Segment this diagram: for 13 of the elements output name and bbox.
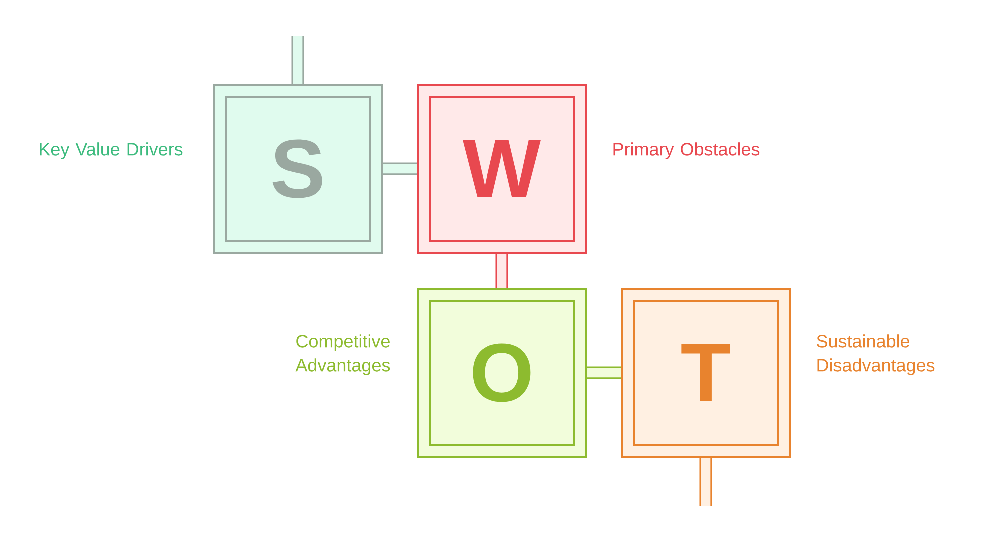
side-label: Primary Obstacles [614, 142, 760, 160]
connector-bar [292, 36, 304, 84]
connector-bar [496, 254, 508, 288]
side-label: Sustainable Disadvantages [817, 334, 935, 376]
letter-square: O [417, 288, 587, 458]
side-label: Competitive Advantages [296, 334, 390, 376]
side-label: Key Value Drivers [40, 142, 183, 160]
connector-bar [587, 366, 621, 380]
letter-square: T [621, 288, 791, 458]
connector-bar [700, 458, 712, 506]
letter-square: S [213, 84, 383, 254]
letter-square: W [417, 84, 587, 254]
connector-bar [383, 162, 417, 176]
